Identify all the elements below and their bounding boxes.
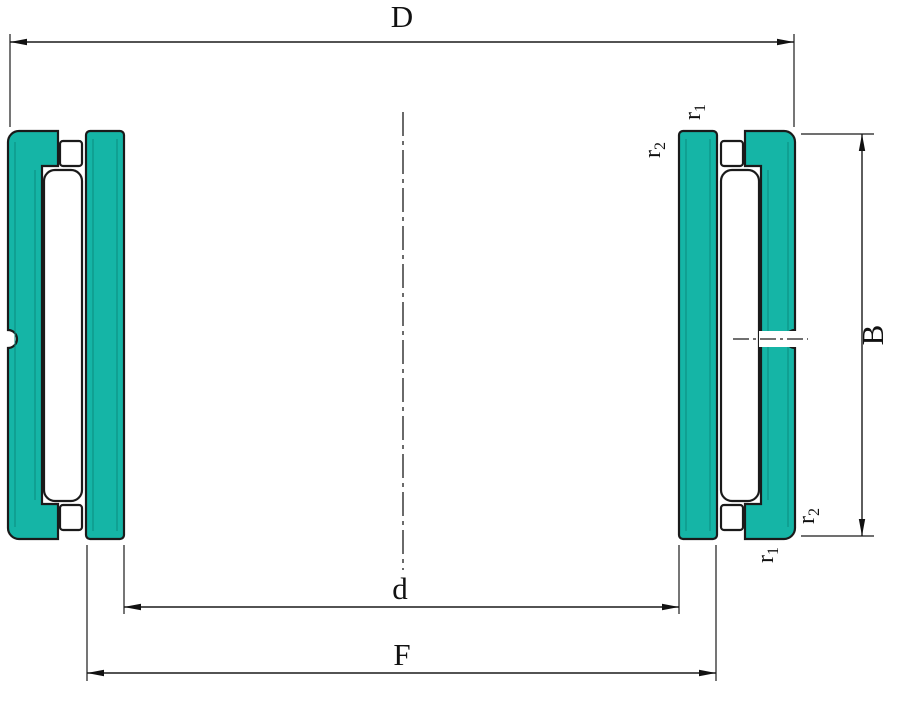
dim-label-d: d <box>392 571 408 606</box>
section-break-gap <box>759 331 797 347</box>
dimension-B: B <box>801 133 890 537</box>
radius-label-r2-top: r2 <box>640 142 669 158</box>
radius-label-r2-bottom: r2 <box>794 508 823 524</box>
dimension-F: F <box>86 545 717 681</box>
radius-label-r1-bottom: r1 <box>753 547 782 563</box>
dimension-d: d <box>123 545 680 614</box>
dimension-D: D <box>9 0 795 127</box>
dim-label-F: F <box>393 637 410 672</box>
dim-label-D: D <box>391 0 413 34</box>
bearing-left-half <box>6 129 126 541</box>
radius-label-r1-top: r1 <box>680 104 709 120</box>
dim-label-B: B <box>855 325 890 346</box>
